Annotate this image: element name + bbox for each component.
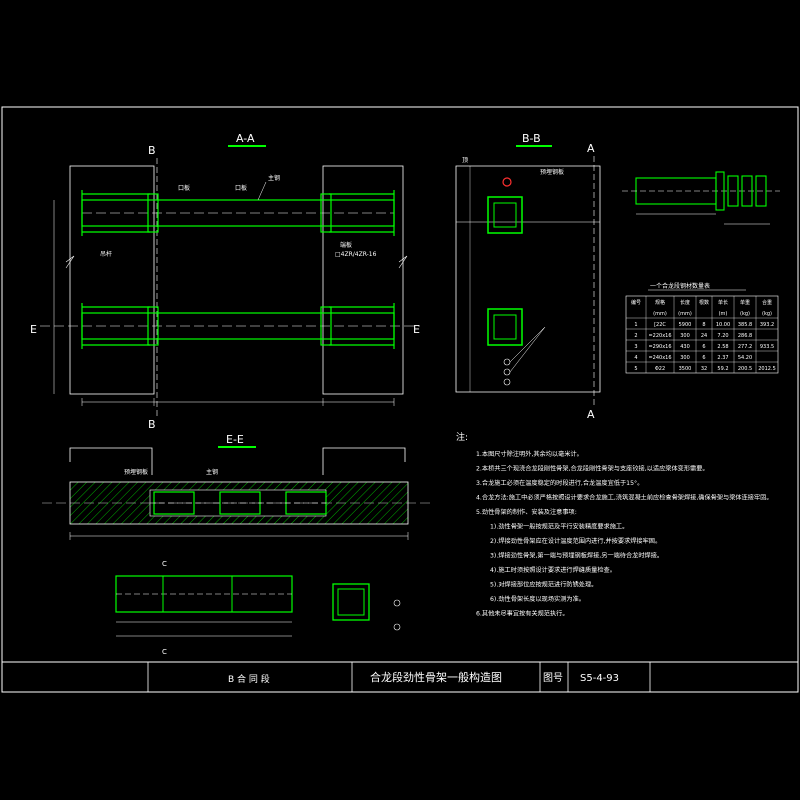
aa-label-spec: □4ZR/4ZR-16 xyxy=(335,251,377,258)
table-cell: 5900 xyxy=(679,322,692,328)
bb-upper-box xyxy=(487,196,523,234)
table-cell: 10.00 xyxy=(716,322,730,328)
table-cell: 4 xyxy=(634,355,637,361)
aa-cut-b-bottom: B xyxy=(148,418,156,431)
title-drawing: 合龙段劲性骨架一般构造图 xyxy=(370,670,502,684)
material-table: 一个合龙段钢材数量表 编号 规格 长度 根数 单长 单重 合重 (mm) (mm) (m) (kg)… xyxy=(625,282,779,374)
note-line: 5).对焊接部位应按规范进行防锈处理。 xyxy=(490,581,597,589)
note-line: 3).焊接劲性骨架,第一端与预埋钢板焊接,另一端待合龙时焊接。 xyxy=(490,552,663,560)
table-header-cell: 长度 xyxy=(680,299,690,306)
table-cell: 2.37 xyxy=(717,355,728,361)
table-header-cell: (m) xyxy=(719,311,728,317)
table-cell: 6 xyxy=(702,344,705,350)
table-header-cell: 单重 xyxy=(740,299,750,306)
title-segment: B 合 同 段 xyxy=(228,673,270,685)
table-border xyxy=(625,295,779,374)
table-header-cell: (mm) xyxy=(653,311,667,317)
note-line: 1).劲性骨架一般按规范及平行安装精度要求施工。 xyxy=(490,523,628,531)
table-cell: 430 xyxy=(680,344,690,350)
table-header-cell: (kg) xyxy=(740,311,750,317)
table-header-cell: 编号 xyxy=(631,299,641,306)
table-cell: 6 xyxy=(702,355,705,361)
table-cell: 2012.5 xyxy=(758,366,776,372)
table-title: 一个合龙段钢材数量表 xyxy=(650,282,710,290)
aa-label-plate: 口板 xyxy=(178,184,190,192)
note-line: 2.本桥共三个现浇合龙段刚性骨架,合龙段刚性骨架与支座铰接,以适应梁体变形需要。 xyxy=(476,465,709,473)
ee-label-right: 主钢 xyxy=(206,468,218,476)
table-cell: 300 xyxy=(680,355,690,361)
bb-cut-a-top: A xyxy=(587,142,595,155)
table-cell: 393.2 xyxy=(760,322,774,328)
title-block: B 合 同 段 合龙段劲性骨架一般构造图 图号 S5-4-93 xyxy=(1,661,799,693)
note-line: 3.合龙施工必须在温度稳定的时段进行,合龙温度宜低于15°。 xyxy=(476,479,643,487)
note-line: 2).焊接劲性骨架应在设计温度范围内进行,并按要求焊接牢固。 xyxy=(490,537,661,545)
table-cell: 5 xyxy=(634,366,637,372)
table-header-cell: 单长 xyxy=(718,299,728,306)
bb-lower-box xyxy=(487,308,523,346)
table-cell: 300 xyxy=(680,333,690,339)
note-line: 4.合龙方法:施工中必须严格按照设计要求合龙施工,浇筑混凝土前应检查骨架焊接,确… xyxy=(476,494,773,502)
aa-cut-e-right: E xyxy=(413,323,420,336)
table-cell: [22C xyxy=(654,322,666,328)
note-line: 6).劲性骨架长度以现场实测为准。 xyxy=(490,595,585,603)
notes: 注: 1.本图尺寸除注明外,其余均以毫米计。 2.本桥共三个现浇合龙段刚性骨架,合… xyxy=(456,431,773,618)
table-cell: 54.20 xyxy=(738,355,752,361)
table-cell: =240x16 xyxy=(648,355,671,361)
svg-text:C: C xyxy=(162,560,167,568)
view-ee: E-E 预埋钢板 主钢 xyxy=(42,433,430,540)
aa-label-pipe: 吊杆 xyxy=(100,250,112,258)
bb-marker xyxy=(502,177,512,187)
table-header-cell: 根数 xyxy=(699,299,709,306)
aa-cut-e-left: E xyxy=(30,323,37,336)
table-cell: 286.8 xyxy=(738,333,752,339)
aa-label-main: 主钢 xyxy=(268,174,280,182)
view-bb-title: B-B xyxy=(522,132,541,145)
table-cell: 3 xyxy=(634,344,637,350)
table-cell: 2.58 xyxy=(717,344,728,350)
table-cell: =220x16 xyxy=(648,333,671,339)
table-cell: 200.5 xyxy=(738,366,752,372)
aa-label-end: 端板 xyxy=(340,241,352,249)
notes-list: 1.本图尺寸除注明外,其余均以毫米计。 2.本桥共三个现浇合龙段刚性骨架,合龙段刚… xyxy=(476,450,773,618)
table-header-cell: 合重 xyxy=(762,299,772,306)
table-cell: 7.20 xyxy=(717,333,728,339)
ee-label-left: 预埋钢板 xyxy=(124,468,148,476)
view-ee-title: E-E xyxy=(226,433,244,446)
notes-heading: 注: xyxy=(456,431,468,443)
note-line: 6.其他未尽事宜按有关规范执行。 xyxy=(476,610,569,618)
aa-label-tube: 口板 xyxy=(235,184,247,192)
note-line: 5.劲性骨架的制作、安装及注意事项: xyxy=(476,508,577,516)
detail-cc: C C xyxy=(115,560,401,656)
note-line: 1.本图尺寸除注明外,其余均以毫米计。 xyxy=(476,450,583,458)
view-aa: A-A B B E E 口板 口板 xyxy=(30,132,420,431)
note-line: 4).施工时须按照设计要求进行焊缝质量检查。 xyxy=(490,566,616,574)
table-cell: Φ22 xyxy=(655,366,665,372)
table-cell: 59.2 xyxy=(717,366,728,372)
svg-text:C: C xyxy=(162,648,167,656)
table-cell: 277.2 xyxy=(738,344,752,350)
table-cell: =290x16 xyxy=(648,344,671,350)
aa-cut-b-top: B xyxy=(148,144,156,157)
table-cell: 8 xyxy=(702,322,705,328)
bb-label-note: 预埋钢板 xyxy=(540,168,564,176)
title-number-label: 图号 xyxy=(543,672,563,684)
table-cell: 933.5 xyxy=(760,344,774,350)
bb-label-top: 顶 xyxy=(462,157,468,164)
table-header-cell: (mm) xyxy=(678,311,692,317)
table-header-cell: (kg) xyxy=(762,311,772,317)
table-header-cell: 规格 xyxy=(655,299,665,306)
table-cell: 2 xyxy=(634,333,637,339)
table-cell: 3500 xyxy=(679,366,692,372)
table-cell: 32 xyxy=(701,366,707,372)
table-cell: 24 xyxy=(701,333,707,339)
table-cell: 385.8 xyxy=(738,322,752,328)
detail-top-right xyxy=(622,171,780,225)
bb-cut-a-bottom: A xyxy=(587,408,595,421)
view-bb: B-B A A 顶 预埋钢板 xyxy=(455,132,601,421)
view-aa-title: A-A xyxy=(236,132,255,145)
table-cell: 1 xyxy=(634,322,637,328)
title-number: S5-4-93 xyxy=(580,673,619,684)
